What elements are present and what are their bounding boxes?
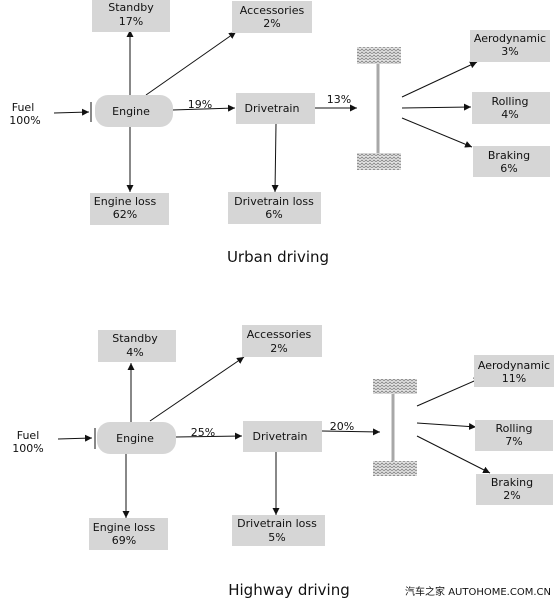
urban-accessories-value: 2% [263,17,280,30]
highway-braking-label: Braking [491,476,533,489]
highway-drivetrain-loss-box: Drivetrain loss 5% [232,515,325,546]
highway-engine-to-drivetrain-value: 25% [191,426,215,439]
urban-braking-label: Braking [488,149,530,162]
highway-drivetrain-arrow [175,432,243,440]
highway-braking-value: 2% [503,489,520,502]
highway-engine-box: Engine [97,422,176,454]
urban-drivetrain-label: Drivetrain [245,102,300,115]
highway-drivetrain-box: Drivetrain [243,421,322,452]
urban-braking-arrow [401,117,473,148]
urban-engine-loss-box: Engine loss 62% [90,193,169,225]
highway-braking-arrow [416,435,491,474]
highway-fuel-label: Fuel [17,429,40,442]
highway-rolling-box: Rolling 7% [475,420,553,451]
highway-accessories-label: Accessories [247,328,312,341]
highway-fuel-arrow [57,434,93,442]
urban-drivetrain-loss-arrow [271,123,279,193]
highway-accessories-box: Accessories 2% [242,325,322,357]
urban-engine-loss-value: 62% [113,208,137,221]
highway-aerodynamic-value: 11% [502,372,526,385]
highway-wheels-arrow [321,428,381,436]
urban-aerodynamic-label: Aerodynamic [474,32,546,45]
urban-engine-label: Engine [112,105,150,118]
highway-rolling-label: Rolling [495,422,532,435]
urban-rolling-box: Rolling 4% [472,92,550,124]
urban-drivetrain-arrow [171,104,236,112]
urban-drivetrain-box: Drivetrain [236,93,315,124]
urban-braking-box: Braking 6% [473,146,550,177]
highway-diagram: Standby 4% Accessories 2% Engine Drivetr… [12,325,554,599]
urban-drivetrain-loss-box: Drivetrain loss 6% [228,192,321,224]
urban-engine-to-drivetrain-value: 19% [188,98,212,111]
urban-accessories-box: Accessories 2% [232,1,312,33]
urban-engine-loss-label: Engine loss [94,195,157,208]
urban-standby-label: Standby [108,1,154,14]
urban-accessories-arrow [145,31,237,96]
urban-standby-box: Standby 17% [92,0,170,32]
urban-rolling-value: 4% [501,108,518,121]
highway-engine-loss-box: Engine loss 69% [89,518,168,550]
urban-diagram: Standby 17% Accessories 2% Engine Drivet… [9,0,550,266]
urban-aerodynamic-arrow [401,61,478,98]
urban-rolling-label: Rolling [491,95,528,108]
highway-accessories-value: 2% [270,342,287,355]
highway-braking-box: Braking 2% [476,474,553,505]
watermark-text: 汽车之家 AUTOHOME.COM.CN [405,585,551,598]
highway-standby-value: 4% [126,346,143,359]
urban-fuel-arrow [53,108,90,116]
highway-title: Highway driving [228,581,350,599]
highway-rolling-arrow [416,422,477,431]
highway-drivetrain-to-wheels-value: 20% [330,420,354,433]
highway-drivetrain-label: Drivetrain [253,430,308,443]
urban-standby-value: 17% [119,15,143,28]
urban-title: Urban driving [227,248,329,266]
highway-engine-loss-label: Engine loss [93,521,156,534]
highway-drivetrain-loss-label: Drivetrain loss [237,517,317,530]
highway-aerodynamic-box: Aerodynamic 11% [474,355,554,387]
urban-axle-icon [357,47,401,170]
highway-rolling-value: 7% [505,435,522,448]
urban-fuel-value: 100% [9,114,40,127]
urban-drivetrain-to-wheels-value: 13% [327,93,351,106]
highway-aerodynamic-label: Aerodynamic [478,359,550,372]
highway-engine-loss-value: 69% [112,534,136,547]
urban-drivetrain-loss-value: 6% [265,208,282,221]
urban-accessories-label: Accessories [240,4,305,17]
urban-aerodynamic-box: Aerodynamic 3% [470,30,550,62]
urban-drivetrain-loss-label: Drivetrain loss [234,195,314,208]
highway-engine-label: Engine [116,432,154,445]
urban-fuel-label: Fuel [12,101,35,114]
urban-engine-box: Engine [95,95,173,127]
highway-fuel-value: 100% [12,442,43,455]
highway-aerodynamic-arrow [416,377,482,407]
highway-axle-icon [373,379,417,476]
urban-aerodynamic-value: 3% [501,45,518,58]
highway-standby-label: Standby [112,332,158,345]
urban-braking-value: 6% [500,162,517,175]
highway-standby-box: Standby 4% [98,330,176,362]
urban-rolling-arrow [401,103,472,111]
highway-accessories-arrow [149,356,245,422]
highway-drivetrain-loss-value: 5% [268,531,285,544]
